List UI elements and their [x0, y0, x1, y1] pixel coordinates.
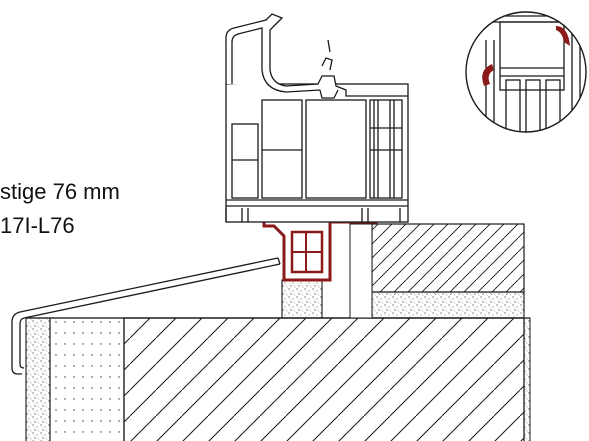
- detail-magnifier: [465, 11, 587, 133]
- caption-line-1: stige 76 mm: [0, 179, 120, 204]
- concrete-block: [123, 317, 525, 441]
- gasket-detail-top: [556, 26, 570, 46]
- inner-sill-hatched: [371, 223, 525, 293]
- inner-sill: [371, 223, 525, 319]
- gasket-detail-left: [482, 64, 494, 86]
- masonry-wall: [25, 317, 531, 441]
- inner-sill-screed: [371, 291, 525, 319]
- caption-line-2: 17I-L76: [0, 213, 75, 238]
- window-frame-profile: [225, 13, 409, 223]
- render-strip: [25, 317, 51, 441]
- external-window-sill: [11, 257, 281, 375]
- inner-render: [523, 317, 531, 441]
- insulation-block: [49, 317, 125, 441]
- mortar-bed: [281, 223, 373, 319]
